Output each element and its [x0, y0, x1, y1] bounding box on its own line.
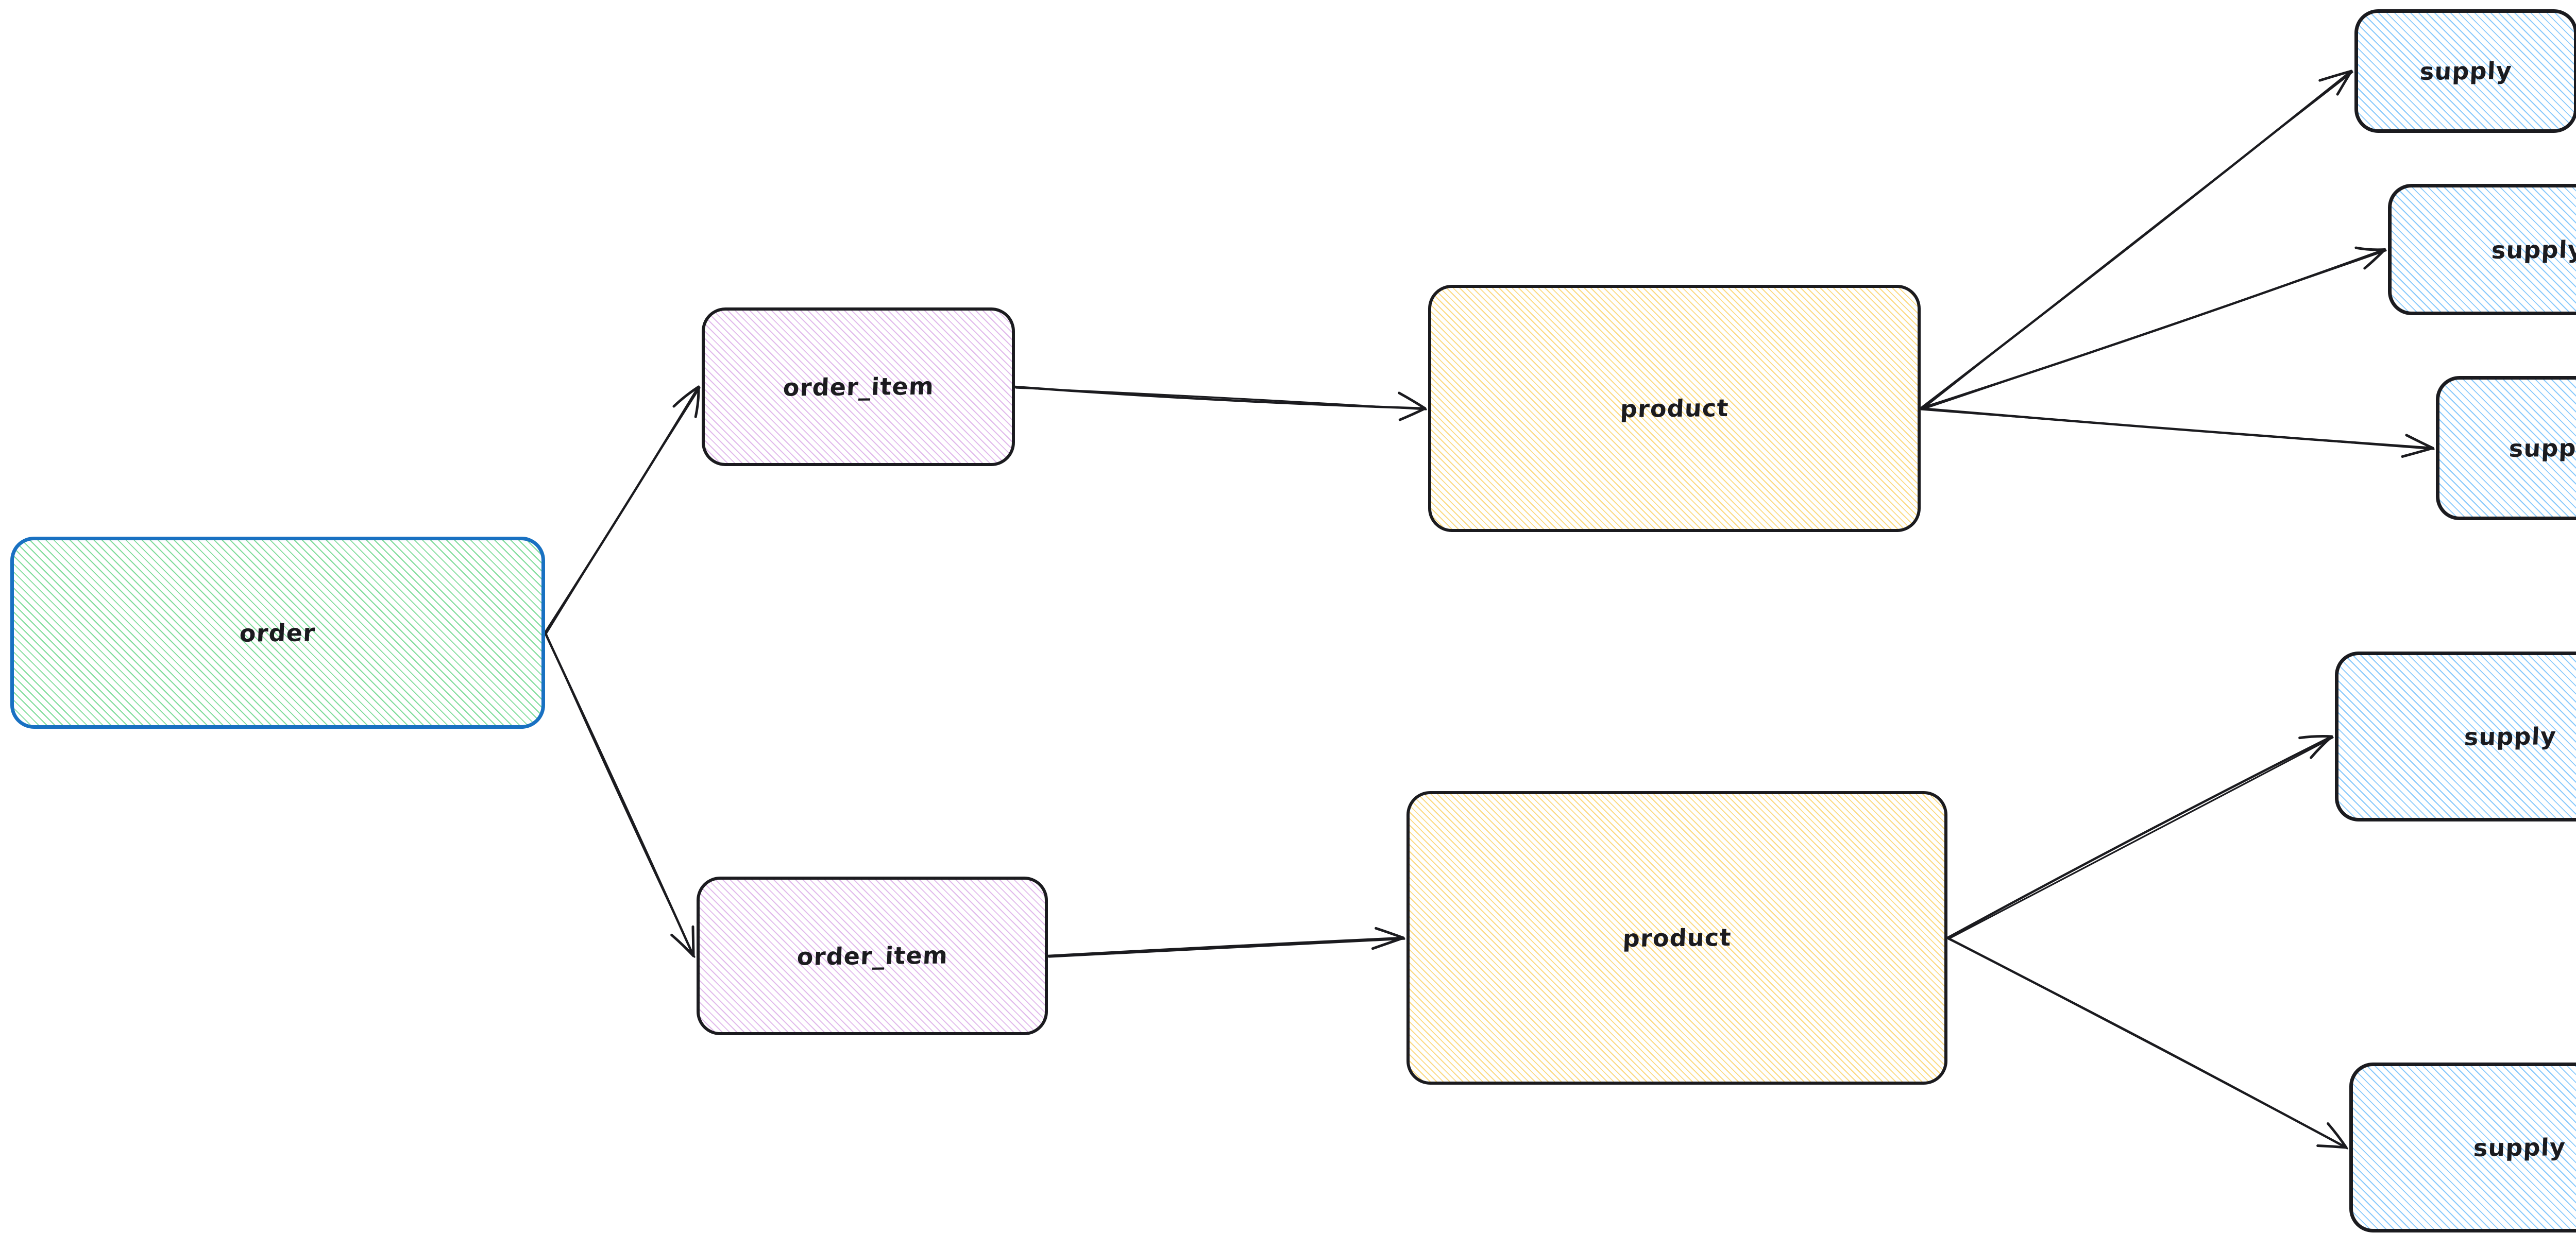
node-label: product: [1619, 393, 1730, 423]
node-order[interactable]: order: [10, 537, 545, 729]
node-product_1[interactable]: product: [1428, 285, 1921, 532]
node-label: order_item: [796, 941, 948, 971]
node-supply_2[interactable]: supply: [2388, 184, 2576, 315]
node-label: order: [239, 618, 316, 647]
node-supply_3[interactable]: supply: [2436, 376, 2576, 520]
node-order_item_1[interactable]: order_item: [702, 307, 1015, 466]
node-supply_1[interactable]: supply: [2354, 9, 2576, 133]
node-label: supply: [2463, 722, 2557, 751]
node-supply_5[interactable]: supply: [2349, 1063, 2576, 1232]
node-product_2[interactable]: product: [1406, 791, 1947, 1085]
node-label: supply: [2508, 434, 2576, 463]
node-label: order_item: [782, 372, 935, 402]
node-label: product: [1622, 923, 1732, 953]
node-label: supply: [2419, 57, 2513, 85]
node-supply_4[interactable]: supply: [2335, 652, 2576, 821]
node-label: supply: [2490, 235, 2576, 264]
node-order_item_2[interactable]: order_item: [697, 877, 1048, 1035]
node-label: supply: [2472, 1133, 2566, 1162]
